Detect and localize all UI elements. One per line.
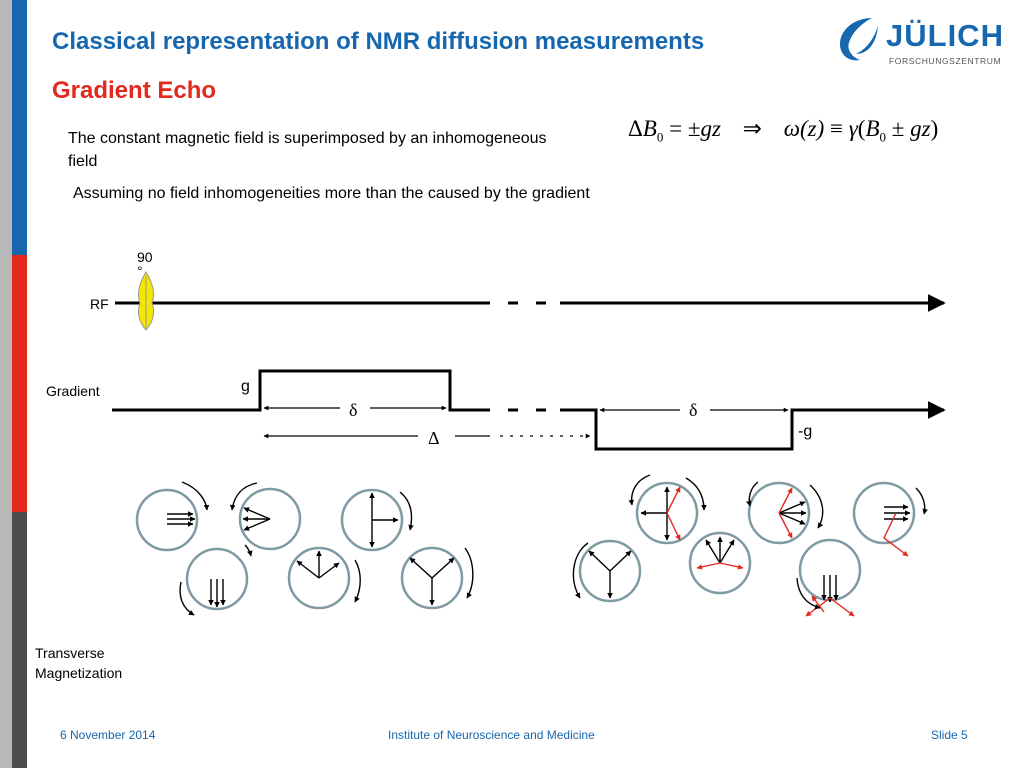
formula-sub2: 0 [879,129,887,145]
formula-pm: ± [886,116,911,141]
formula-B2: B [865,116,880,141]
diffusion-formula: ΔB0 = ±gz ⇒ ω(z) ≡ γ(B0 ± gz) [628,116,938,146]
rephasing-vectors [588,486,911,617]
page-title: Classical representation of NMR diffusio… [52,28,705,55]
formula-B: B [642,116,657,141]
delta-arrows [263,405,789,439]
sidebar-dark-block [12,512,27,768]
neg-g-label: -g [798,423,813,440]
julich-logo-mark-icon [840,18,878,61]
formula-z: (z) [799,116,825,141]
magnetization-label-line2: Magnetization [35,665,123,681]
sidebar-gray-block-bottom [0,512,12,768]
formula-eq: = ± [663,116,701,141]
formula-gamma: γ [848,116,858,141]
left-color-sidebar [0,0,27,768]
formula-sub: 0 [656,129,664,145]
pulse-angle-label: 90 [137,249,153,265]
gradient-label: Gradient [46,383,100,399]
big-delta-label: Δ [428,428,440,448]
body-text-constant-field: The constant magnetic field is superimpo… [68,130,547,170]
formula-delta: Δ [628,116,643,141]
small-delta-label-1: δ [349,400,358,420]
dephasing-rotation-arrows [179,481,474,616]
logo-wordmark: JÜLICH [886,18,1004,53]
small-delta-label-2: δ [689,400,698,420]
dephasing-circles [135,487,464,611]
pulse-degree-label: ° [137,263,143,279]
gradient-waveform [112,369,946,451]
formula-gz2: gz [910,116,931,141]
magnetization-label-line1: Transverse [35,645,105,661]
dephasing-vectors [167,492,455,608]
formula-implies: ⇒ [742,116,762,141]
sidebar-blue-block [12,0,27,255]
sidebar-red-block [12,255,27,512]
formula-equiv: ≡ [824,116,849,141]
rephasing-rotation-arrows [572,474,928,610]
formula-open: ( [857,116,866,141]
formula-gz: gz [700,116,721,141]
formula-omega: ω [783,116,800,141]
rf-pulse-90 [137,271,155,331]
sidebar-gray-block-top [0,0,12,255]
footer-slide-number: Slide 5 [931,728,968,742]
rf-label: RF [90,296,109,312]
logo-subtext: FORSCHUNGSZENTRUM [889,56,1002,66]
page-subtitle: Gradient Echo [52,77,217,104]
footer-date: 6 November 2014 [60,728,156,742]
body-text-assumption: Assuming no field inhomogeneities more t… [73,185,590,202]
footer-institute: Institute of Neuroscience and Medicine [388,728,595,742]
rephasing-circles [578,481,916,603]
sidebar-gray-block-mid [0,255,12,512]
g-label: g [241,378,250,395]
julich-logo: JÜLICH FORSCHUNGSZENTRUM [834,12,1004,70]
formula-close: ) [930,116,939,141]
